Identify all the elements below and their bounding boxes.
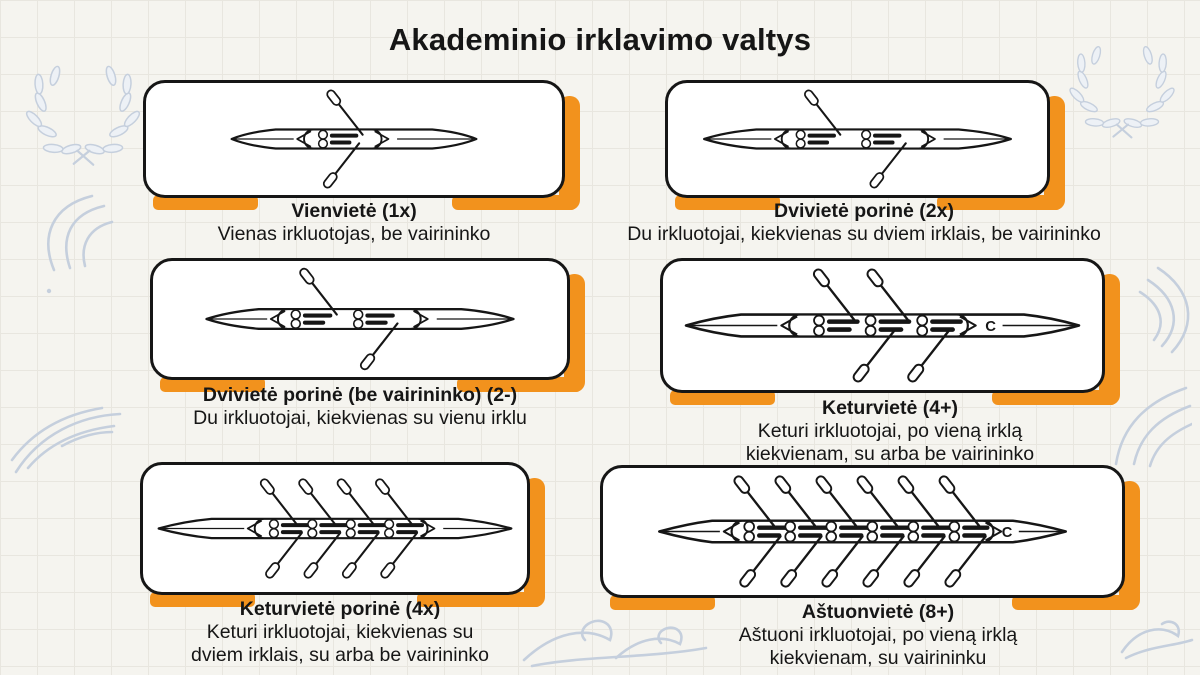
caption-single-scull: Vienvietė (1x) Vienas irkluotojas, be va… <box>134 200 574 246</box>
laurel-wreath-icon <box>25 65 141 166</box>
boat-card-quad-scull <box>140 462 545 607</box>
wave-doodle-icon <box>1120 620 1194 660</box>
card-shadow <box>992 390 1117 405</box>
card-shadow <box>670 390 775 405</box>
boat-card-double-scull <box>665 80 1065 210</box>
boat-description: Aštuoni irkluotojai, po vieną irklą kiek… <box>738 624 1018 669</box>
boat-description: Keturi irkluotojai, kiekvienas su dviem … <box>190 621 490 666</box>
caption-coxed-four: Keturvietė (4+) Keturi irkluotojai, po v… <box>700 397 1080 466</box>
card-frame <box>150 258 570 380</box>
boat-illustration-coxless-pair <box>205 267 515 371</box>
laurel-wreath-icon <box>1069 46 1175 139</box>
boat-illustration-coxed-four: C <box>684 268 1081 383</box>
card-frame: C <box>600 465 1125 598</box>
caption-double-scull: Dvivietė porinė (2x) Du irkluotojai, kie… <box>594 200 1134 246</box>
boat-card-coxed-four: C <box>660 258 1120 405</box>
card-frame: C <box>660 258 1105 393</box>
arc-doodle-icon <box>1138 266 1190 354</box>
boat-illustration-quad-scull <box>157 478 513 579</box>
card-shadow <box>150 592 255 607</box>
card-shadow <box>160 377 265 392</box>
dot-doodle-icon <box>46 288 52 294</box>
svg-text:C: C <box>1002 525 1013 541</box>
svg-text:C: C <box>985 319 996 335</box>
card-shadow <box>937 195 1062 210</box>
wave-doodle-icon <box>522 619 708 668</box>
card-shadow <box>675 195 780 210</box>
boat-description: Vienas irkluotojas, be vairininko <box>217 223 491 245</box>
boat-card-single-scull <box>143 80 580 210</box>
card-shadow <box>457 377 582 392</box>
caption-coxless-pair: Dvivietė porinė (be vairininko) (2-) Du … <box>130 384 590 430</box>
arc-doodle-icon <box>1114 386 1192 468</box>
boat-title: Dvivietė porinė (2x) <box>774 200 954 222</box>
card-frame <box>140 462 530 595</box>
boat-description: Du irkluotojai, kiekvienas su vienu irkl… <box>193 407 527 429</box>
card-frame <box>143 80 565 198</box>
boat-card-coxless-pair <box>150 258 585 392</box>
card-shadow <box>610 595 715 610</box>
boat-illustration-single-scull <box>230 89 478 189</box>
card-shadow <box>452 195 577 210</box>
card-shadow <box>1012 595 1137 610</box>
boat-title: Keturvietė (4+) <box>821 397 958 419</box>
boat-description: Keturi irkluotojai, po vieną irklą kiekv… <box>745 420 1035 465</box>
boat-title: Aštuonvietė (8+) <box>801 601 955 623</box>
caption-coxed-eight: Aštuonvietė (8+) Aštuoni irkluotojai, po… <box>698 601 1058 670</box>
card-shadow <box>153 195 258 210</box>
page-title: Akademinio irklavimo valtys <box>388 22 812 57</box>
boat-title: Keturvietė porinė (4x) <box>239 598 441 620</box>
boat-description: Du irkluotojai, kiekvienas su dviem irkl… <box>627 223 1101 245</box>
boat-title: Vienvietė (1x) <box>291 200 417 222</box>
boat-illustration-double-scull <box>703 89 1012 189</box>
swirl-doodle-icon <box>47 194 114 272</box>
card-frame <box>665 80 1050 198</box>
boat-card-coxed-eight: C <box>600 465 1140 610</box>
card-shadow <box>417 592 542 607</box>
boat-title: Dvivietė porinė (be vairininko) (2-) <box>202 384 518 406</box>
caption-quad-scull: Keturvietė porinė (4x) Keturi irkluotoja… <box>170 598 510 667</box>
swirl-doodle-icon <box>10 406 122 474</box>
boat-illustration-coxed-eight: C <box>658 475 1067 588</box>
